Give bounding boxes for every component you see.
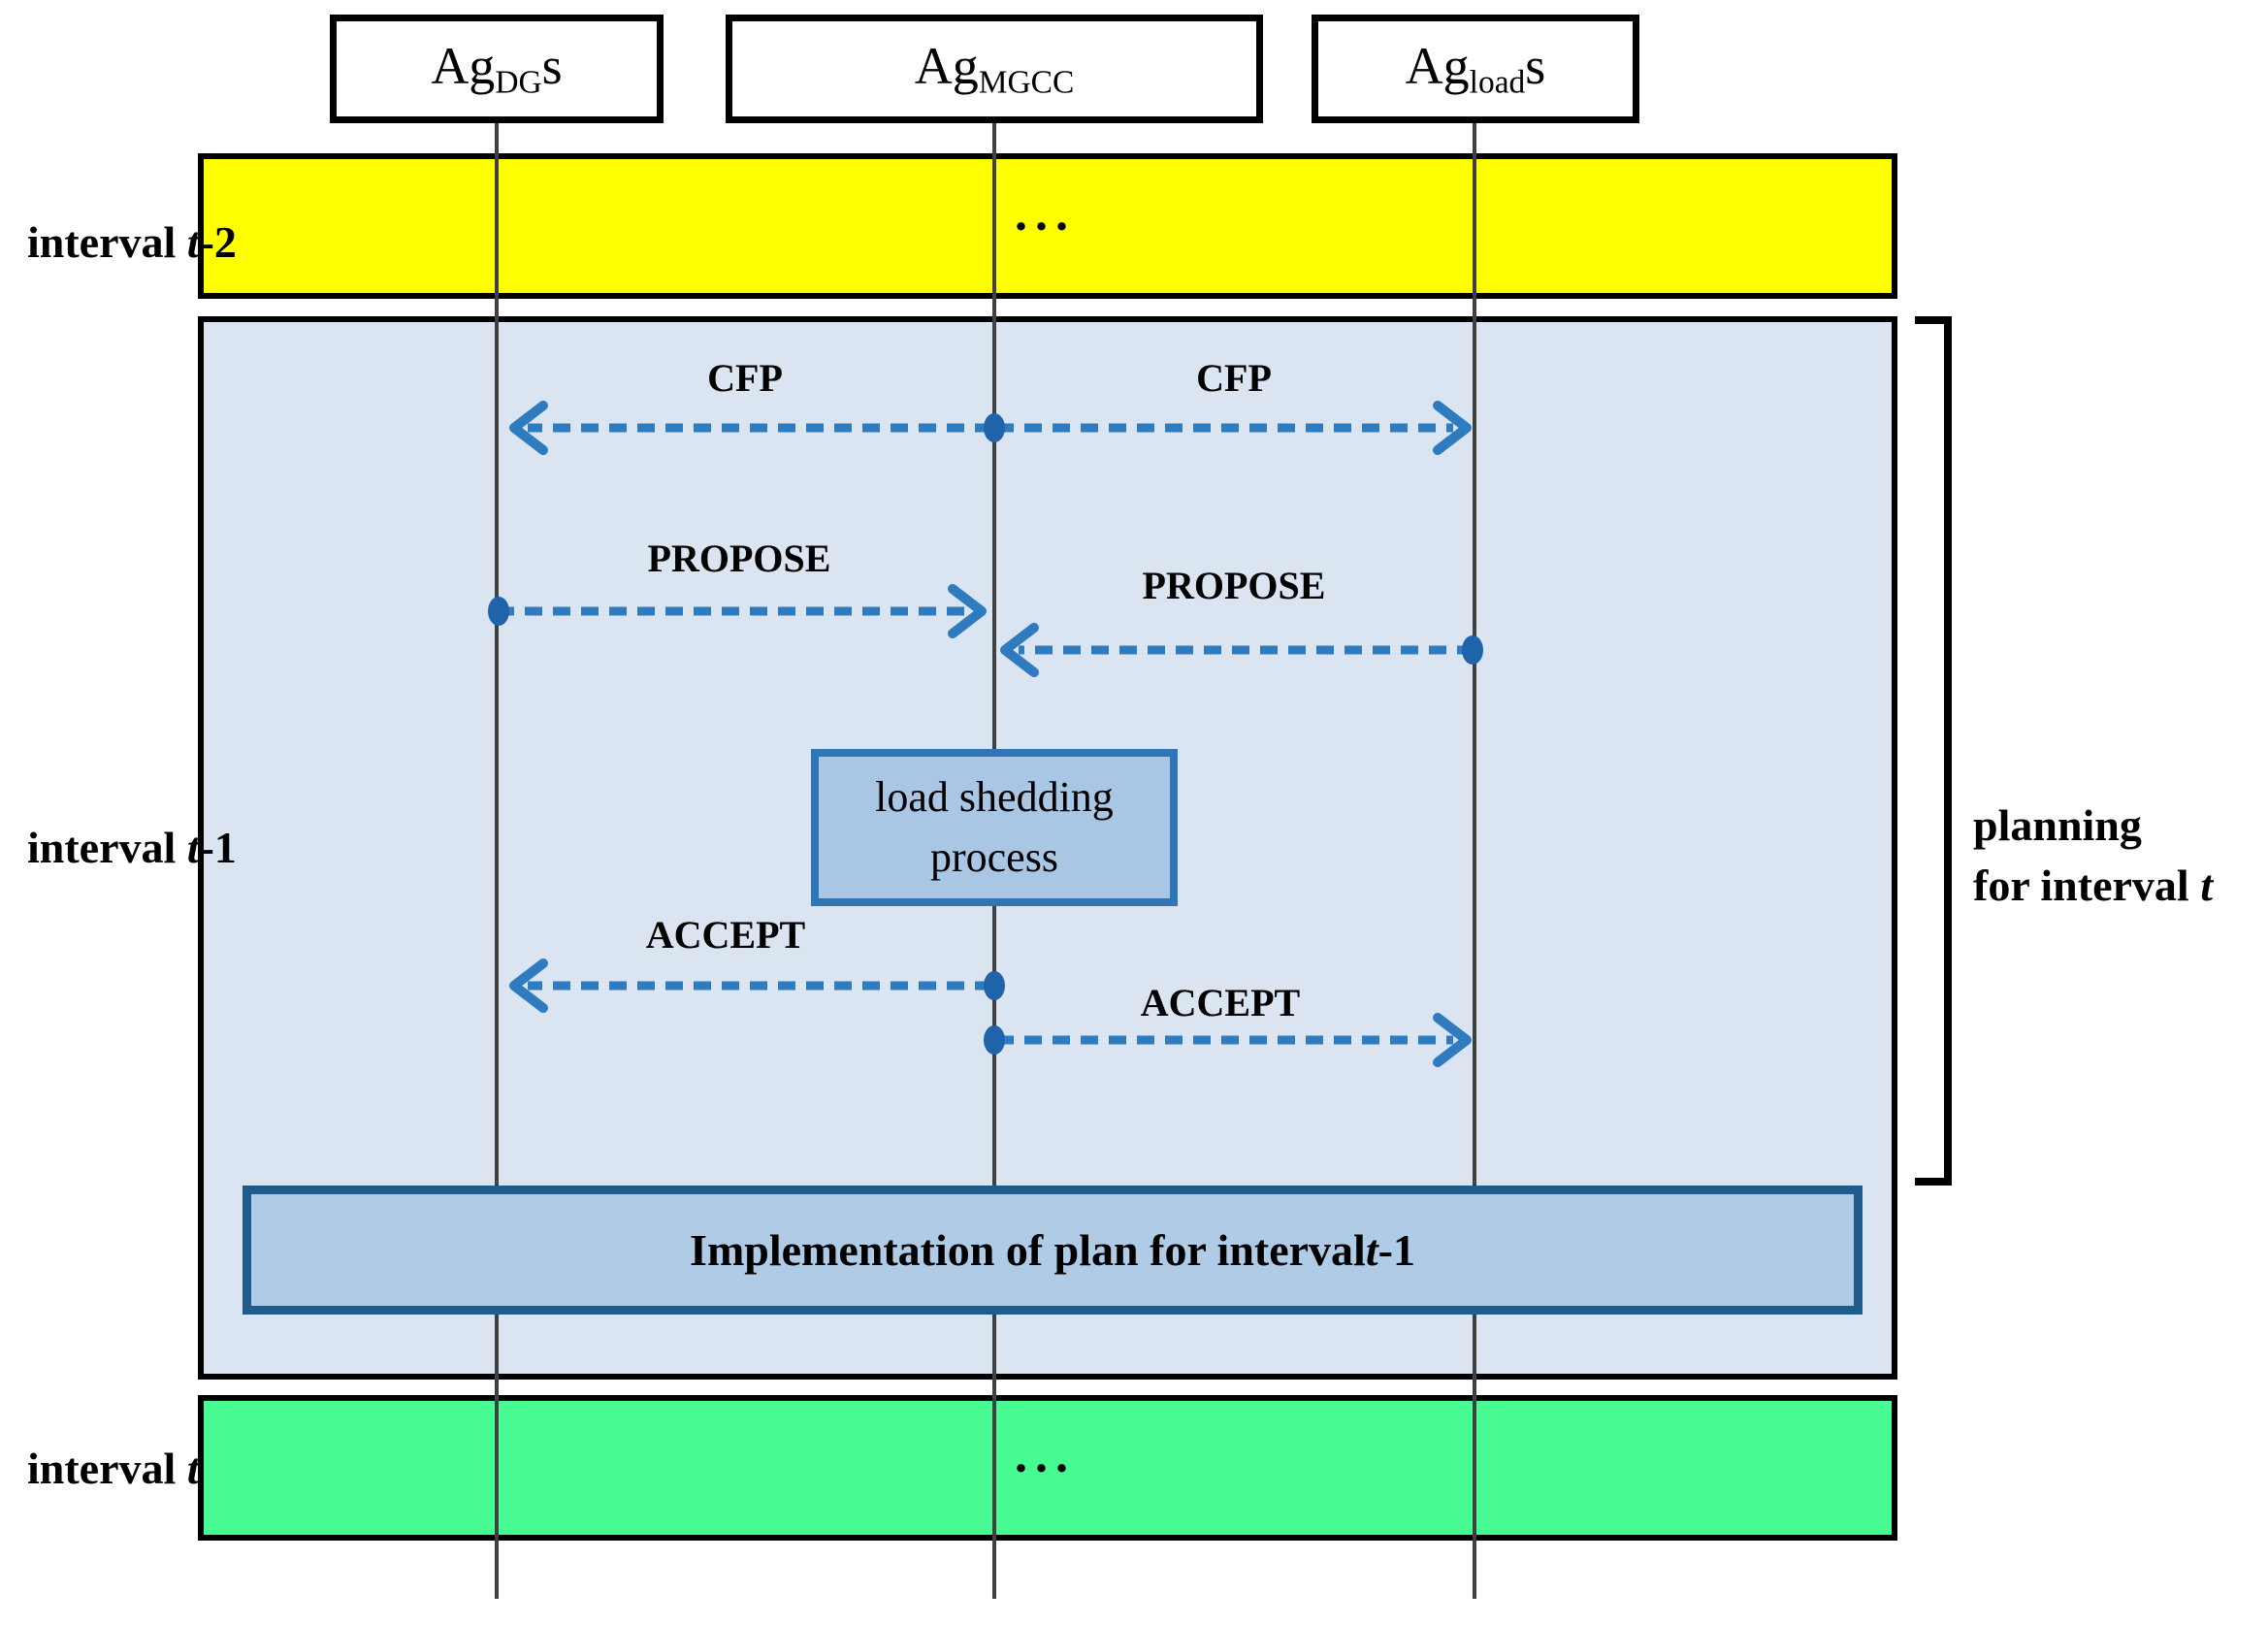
planning-annotation: planning for interval t xyxy=(1973,796,2213,916)
interval-t2-label: interval t-2 xyxy=(27,217,237,267)
lifeline-agdgs xyxy=(495,123,499,1599)
load-shedding-process-box: load shedding process xyxy=(811,749,1178,906)
lifeline-agloads xyxy=(1473,123,1476,1599)
interval-t-label: interval t xyxy=(27,1444,200,1493)
interval-t-band xyxy=(198,1395,1897,1541)
cfp-left-label: CFP xyxy=(707,356,783,400)
planning-bracket-top-tick xyxy=(1915,316,1952,324)
propose-left-arrow xyxy=(488,584,987,638)
agent-label-agloads: Agloads xyxy=(1405,36,1546,100)
agent-box-agmgcc: AgMGCC xyxy=(726,15,1263,123)
propose-right-arrow xyxy=(1000,623,1483,677)
cfp-origin-dot xyxy=(984,413,1005,442)
interval-t-ellipsis: ... xyxy=(1015,1427,1076,1483)
accept-left-arrow xyxy=(509,959,1005,1013)
interval-t2-band xyxy=(198,153,1897,299)
planning-bracket-bottom-tick xyxy=(1915,1178,1952,1186)
propose-right-label: PROPOSE xyxy=(1142,564,1326,607)
implementation-bar: Implementation of plan for interval t-1 xyxy=(243,1186,1863,1315)
accept-right-arrow xyxy=(984,1013,1472,1067)
planning-line1: planning xyxy=(1973,800,2142,850)
agent-label-agmgcc: AgMGCC xyxy=(914,36,1075,100)
agent-box-agdgs: AgDGs xyxy=(330,15,664,123)
accept-right-label: ACCEPT xyxy=(1140,981,1301,1024)
planning-bracket xyxy=(1944,316,1952,1186)
agent-label-agdgs: AgDGs xyxy=(431,36,563,100)
cfp-right-arrow xyxy=(996,401,1472,455)
interval-t1-label: interval t-1 xyxy=(27,823,237,872)
cfp-left-arrow xyxy=(509,401,992,455)
propose-left-label: PROPOSE xyxy=(647,536,831,580)
cfp-right-label: CFP xyxy=(1196,356,1272,400)
agent-box-agloads: Agloads xyxy=(1312,15,1639,123)
interval-t2-ellipsis: ... xyxy=(1015,185,1076,242)
accept-left-label: ACCEPT xyxy=(645,913,806,957)
planning-line2: for interval t xyxy=(1973,861,2213,910)
